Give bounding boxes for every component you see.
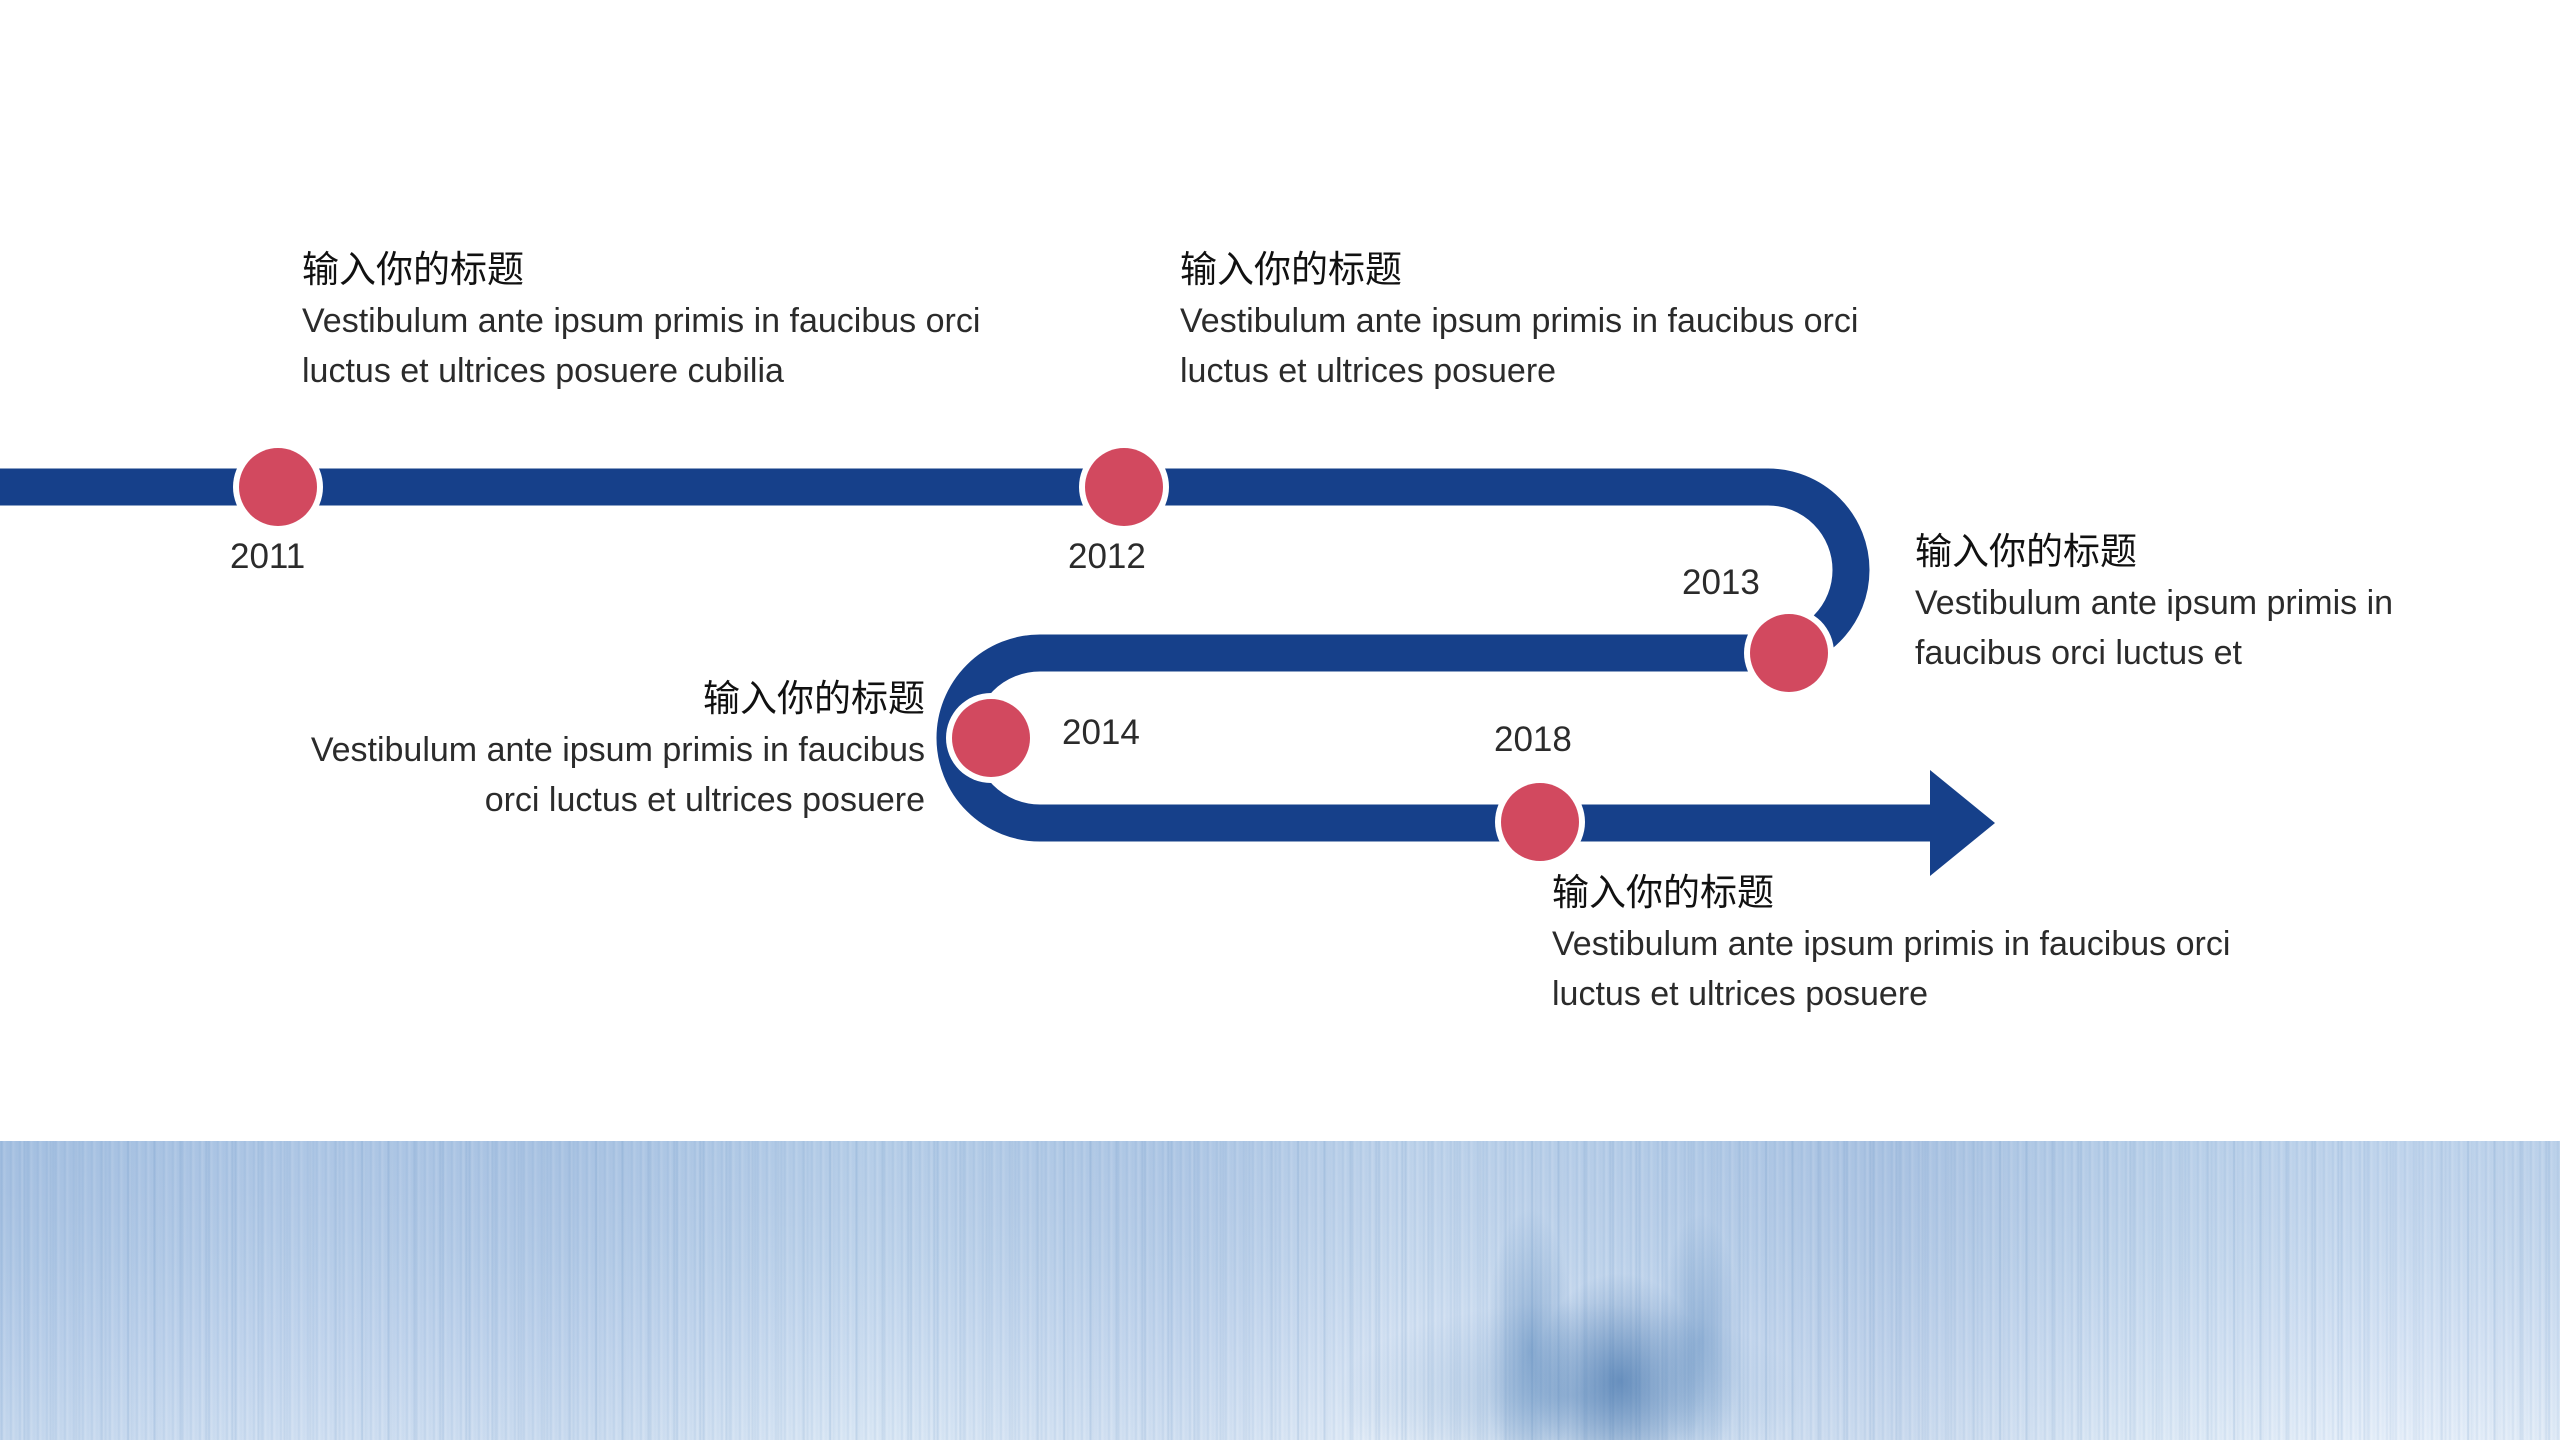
- milestone-marker-2013[interactable]: [1744, 608, 1834, 698]
- milestone-title-2014: 输入你的标题: [703, 678, 925, 719]
- footer-blurred-image: [0, 1141, 2560, 1440]
- timeline-graphic: [0, 442, 1995, 876]
- year-label-2011: 2011: [230, 537, 306, 576]
- timeline-arrowhead: [1930, 770, 1995, 876]
- milestone-title-2018: 输入你的标题: [1552, 872, 1774, 913]
- milestone-body-2012: Vestibulum ante ipsum primis in faucibus…: [1180, 302, 1859, 390]
- milestone-title-2012: 输入你的标题: [1180, 249, 1402, 290]
- milestone-text-2012: 输入你的标题 Vestibulum ante ipsum primis in f…: [1180, 245, 1880, 396]
- timeline-track: [0, 468, 1940, 842]
- year-label-2018: 2018: [1494, 720, 1572, 759]
- milestone-marker-2011[interactable]: [233, 442, 323, 532]
- year-label-2012: 2012: [1068, 537, 1146, 576]
- milestone-title-2013: 输入你的标题: [1915, 531, 2137, 572]
- milestone-marker-2018[interactable]: [1495, 777, 1585, 867]
- milestone-body-2014: Vestibulum ante ipsum primis in faucibus…: [310, 731, 925, 819]
- milestone-body-2018: Vestibulum ante ipsum primis in faucibus…: [1552, 925, 2231, 1013]
- milestone-marker-2014[interactable]: [946, 693, 1036, 783]
- milestone-text-2013: 输入你的标题 Vestibulum ante ipsum primis in f…: [1915, 527, 2475, 678]
- milestone-text-2011: 输入你的标题 Vestibulum ante ipsum primis in f…: [302, 245, 1002, 396]
- milestone-marker-2012[interactable]: [1079, 442, 1169, 532]
- milestone-title-2011: 输入你的标题: [302, 249, 524, 290]
- year-label-2014: 2014: [1062, 713, 1140, 752]
- milestone-text-2014: 输入你的标题 Vestibulum ante ipsum primis in f…: [285, 674, 925, 825]
- milestone-body-2011: Vestibulum ante ipsum primis in faucibus…: [302, 302, 981, 390]
- milestone-text-2018: 输入你的标题 Vestibulum ante ipsum primis in f…: [1552, 868, 2252, 1019]
- year-label-2013: 2013: [1682, 563, 1760, 602]
- milestone-body-2013: Vestibulum ante ipsum primis in faucibus…: [1915, 584, 2394, 672]
